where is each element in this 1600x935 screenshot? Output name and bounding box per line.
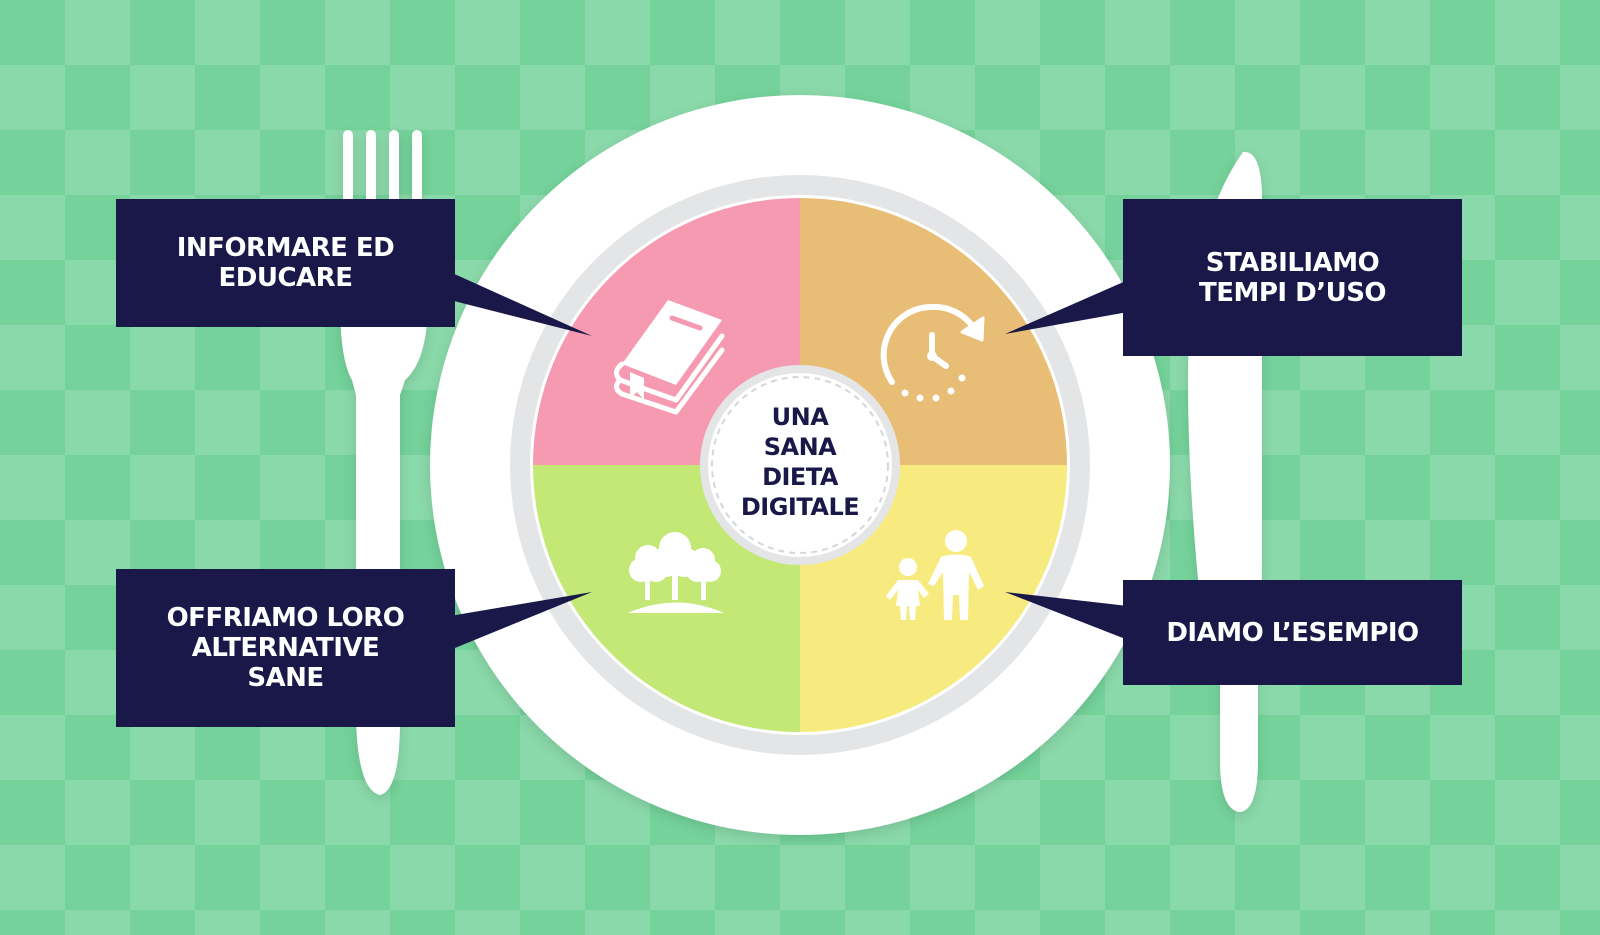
label-line: ALTERNATIVE <box>191 633 380 663</box>
book-icon <box>614 300 725 415</box>
center-line: DIGITALE <box>740 493 860 521</box>
center-badge <box>700 365 900 565</box>
callout-pointers <box>450 272 1128 650</box>
label-line: DIAMO L’ESEMPIO <box>1166 617 1419 648</box>
label-line: EDUCARE <box>218 263 353 293</box>
label-line: OFFRIAMO LORO <box>166 603 405 633</box>
label-line: INFORMARE ED <box>176 233 395 263</box>
pointer-bottom-left <box>450 592 592 650</box>
parent-child-icon <box>886 530 984 620</box>
label-line: TEMPI D’USO <box>1198 277 1387 308</box>
center-line: SANA <box>763 433 837 461</box>
label-informare-educare: INFORMARE ED EDUCARE <box>116 199 455 327</box>
clock-timer-icon <box>880 303 985 402</box>
pointer-top-right <box>1005 280 1128 334</box>
pointer-top-left <box>450 272 592 336</box>
trees-icon <box>628 532 724 613</box>
center-line: UNA <box>771 403 829 431</box>
label-diamo-esempio: DIAMO L’ESEMPIO <box>1123 580 1462 685</box>
label-offriamo-alternative: OFFRIAMO LORO ALTERNATIVE SANE <box>116 569 455 727</box>
pointer-bottom-right <box>1005 592 1128 640</box>
label-stabiliamo-tempi: STABILIAMO TEMPI D’USO <box>1123 199 1462 356</box>
label-line: STABILIAMO <box>1205 247 1380 278</box>
label-line: SANE <box>247 663 324 693</box>
center-title: UNA SANA DIETA DIGITALE <box>700 362 900 562</box>
center-line: DIETA <box>762 463 838 491</box>
